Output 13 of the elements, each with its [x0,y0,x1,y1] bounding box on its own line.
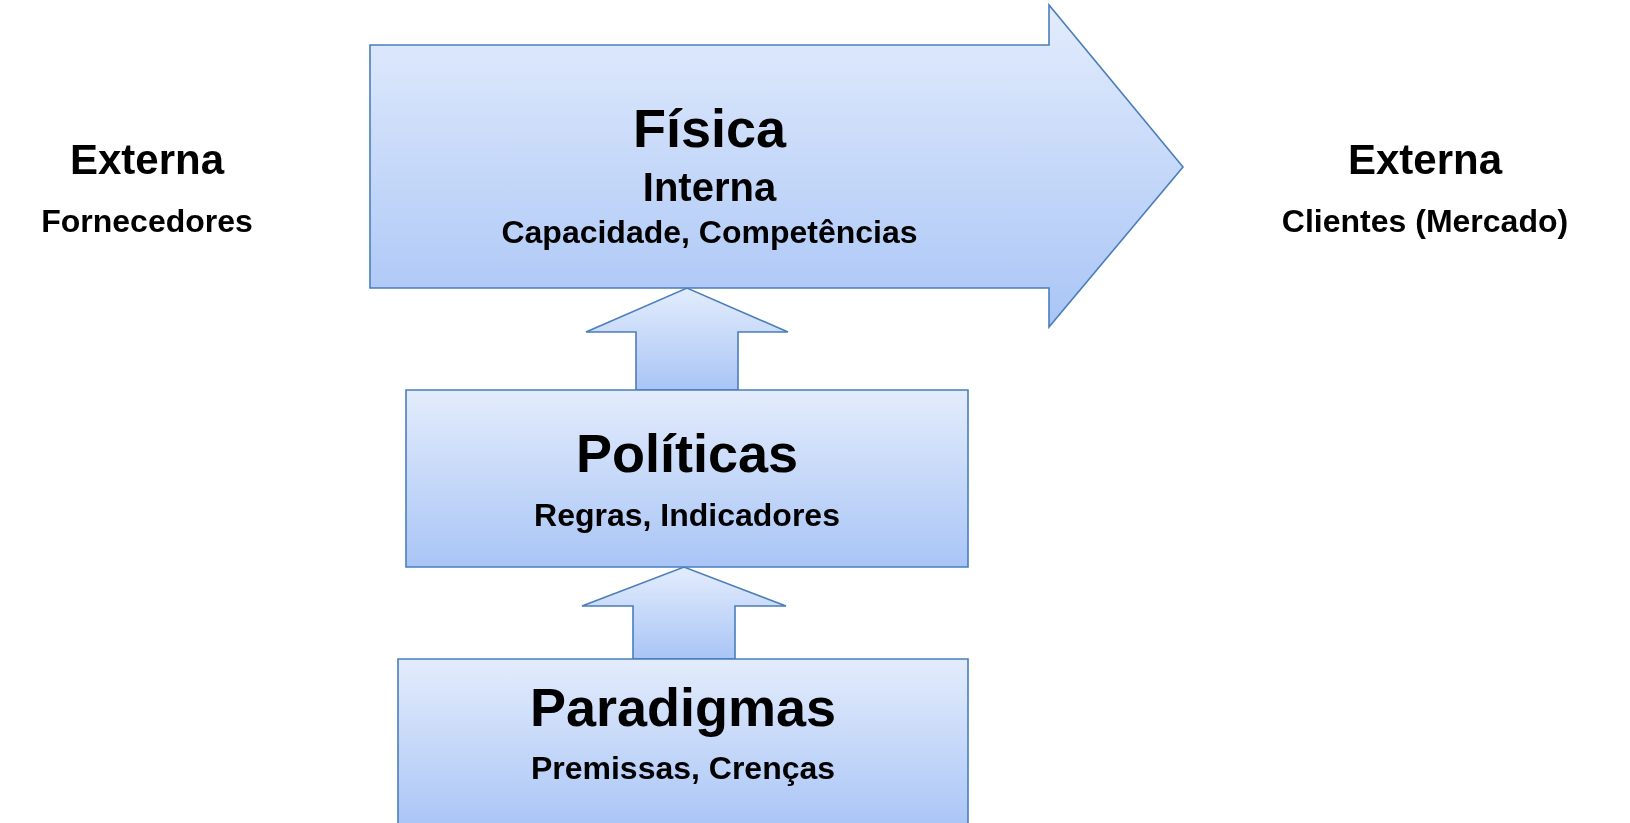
side-heading: Externa [1347,137,1503,184]
side-label: Clientes (Mercado) [1281,204,1569,240]
side-label: Fornecedores [41,204,253,240]
node-subtitle: Regras, Indicadores [534,497,840,533]
node-title: Paradigmas [529,677,837,738]
block-arrow [581,566,787,660]
node-subtitle: Capacidade, Competências [501,214,918,250]
node-subtitle: Premissas, Crenças [530,751,836,787]
node-subtitle: Interna [642,164,777,209]
side-heading: Externa [69,137,225,184]
node-title: Física [632,99,787,159]
block-arrow [585,287,789,391]
node-title: Políticas [575,424,799,484]
